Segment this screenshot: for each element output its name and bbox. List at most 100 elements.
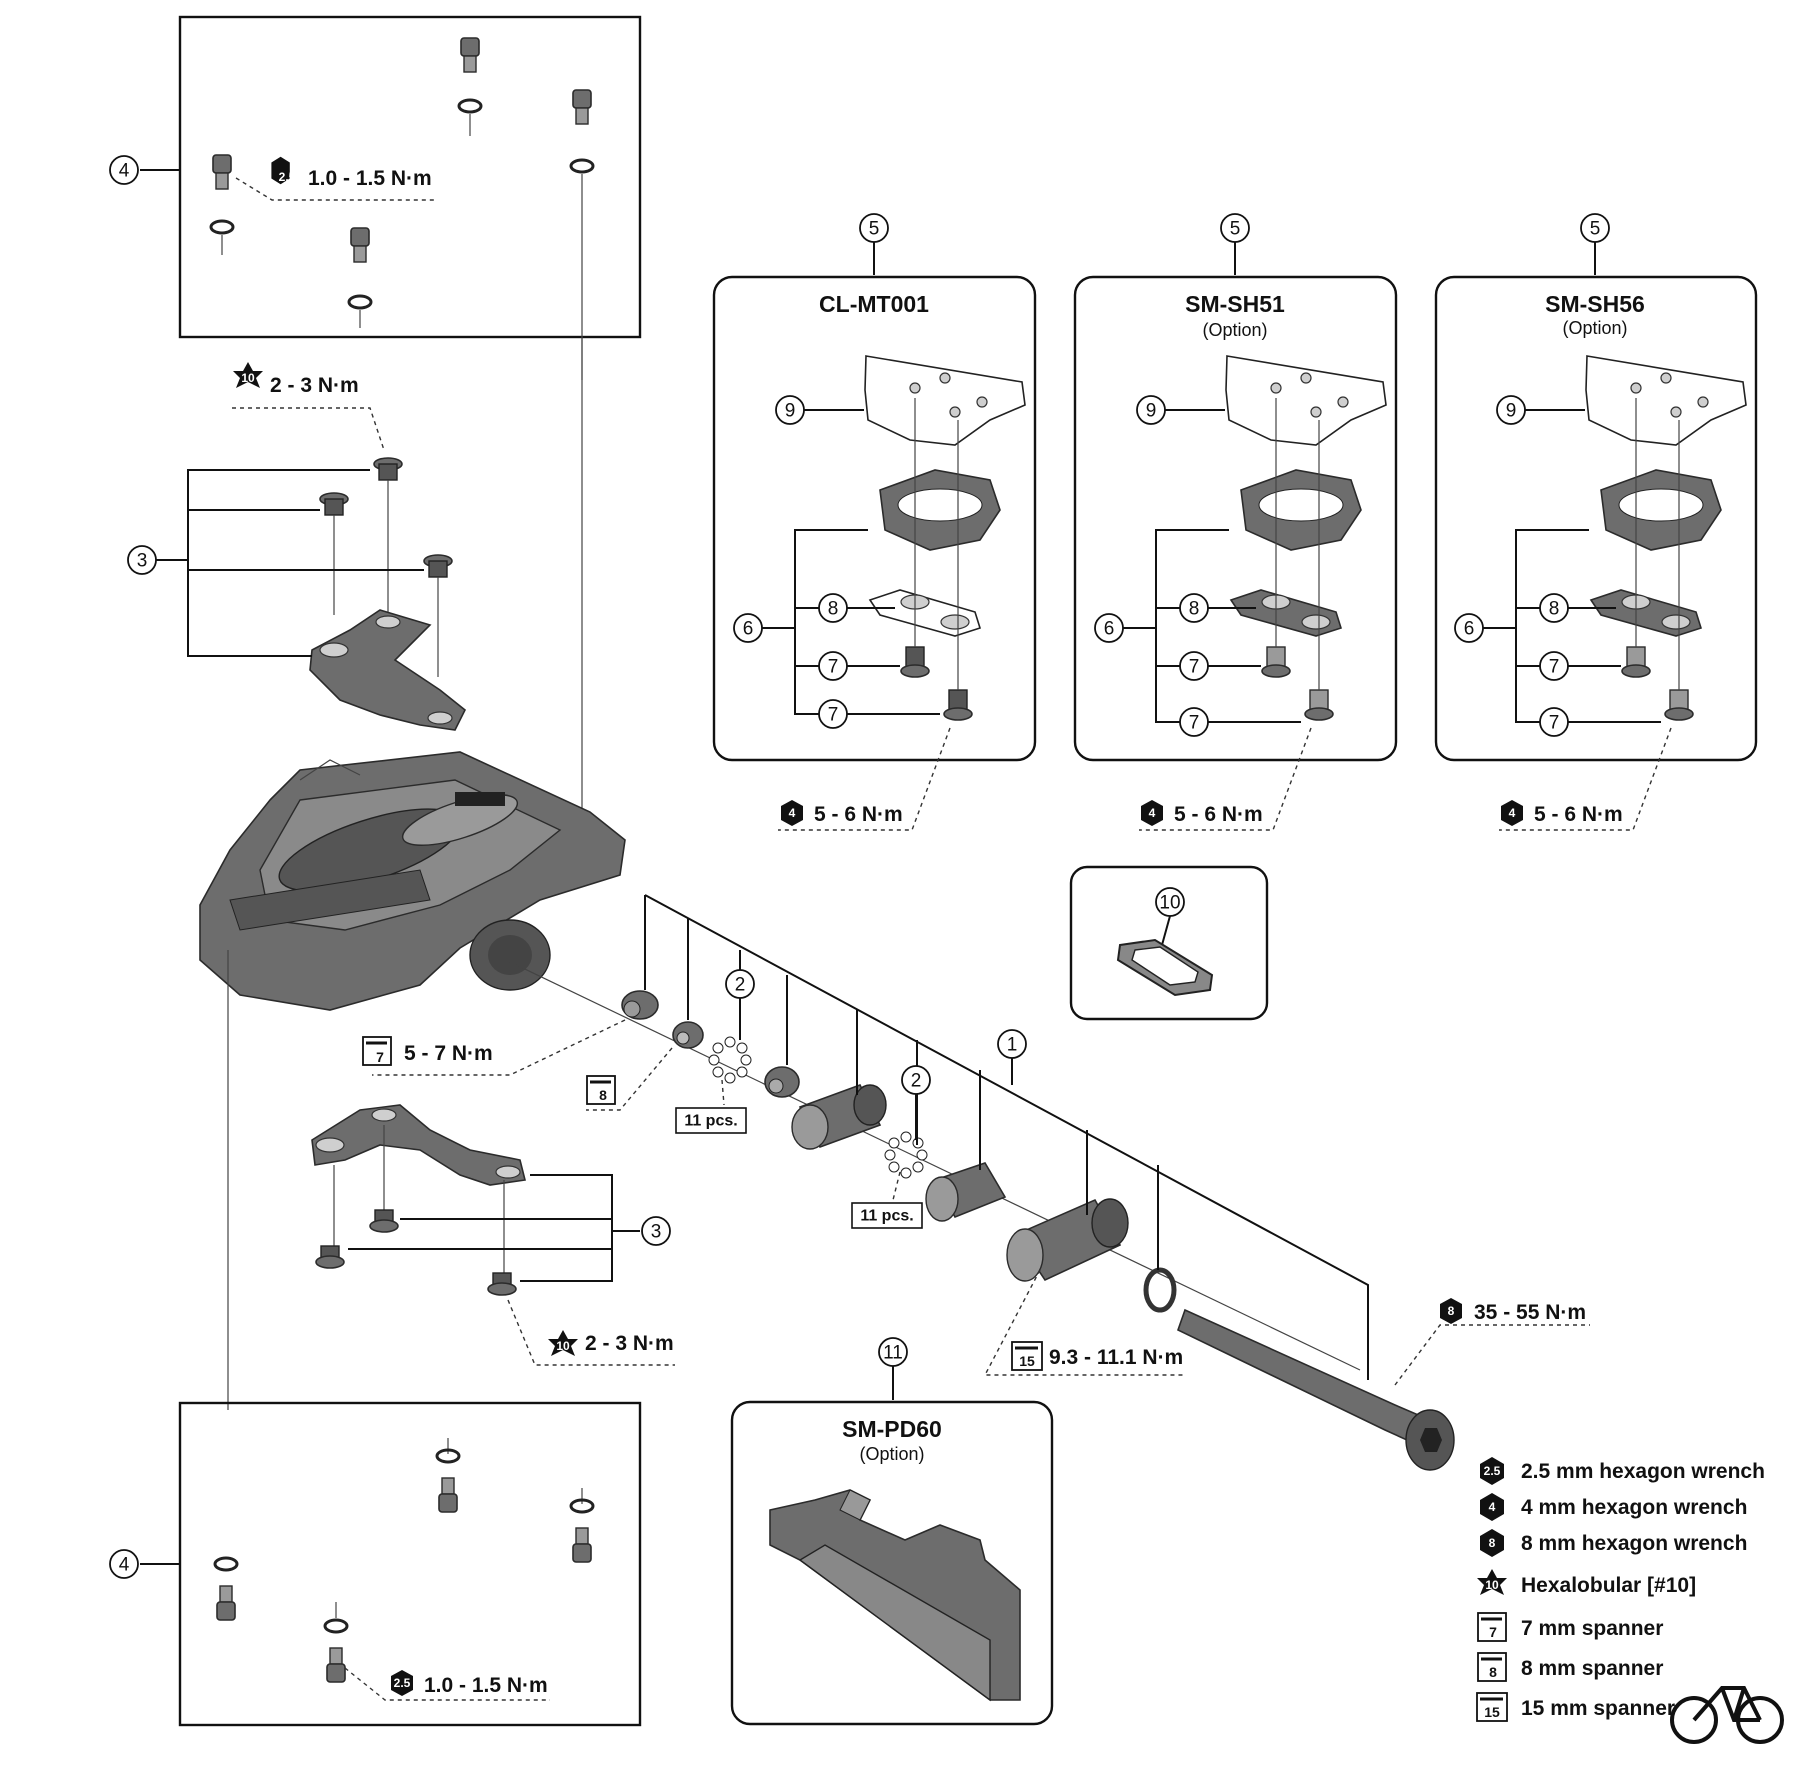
hex-wrench-icon — [391, 1670, 413, 1696]
callout-7-b1-label: 7 — [1189, 657, 1200, 678]
bottom-bolt-2 — [569, 1488, 595, 1563]
legend-item-0: 2.5 2.5 mm hexagon wrench — [1480, 1457, 1765, 1485]
axle-part-washer — [672, 1021, 704, 1049]
torque-axle-nut-label: 9.3 - 11.1 N·m — [1049, 1346, 1183, 1369]
upper-screw-2 — [319, 492, 349, 615]
callout-7-a1-label: 7 — [828, 657, 839, 678]
legend-5-mark: 8 — [1489, 1664, 1497, 1680]
reflector-drawing — [769, 1489, 1021, 1702]
upper-screw-1 — [373, 457, 403, 620]
callout-4-top: 4 — [109, 155, 139, 185]
legend-item-6: 15 15 mm spanner — [1476, 1692, 1675, 1722]
spanner-7-icon: 7 — [362, 1036, 392, 1066]
callout-4-top-label: 4 — [119, 161, 130, 182]
axle-ring — [1143, 1267, 1177, 1313]
legend-4-mark: 7 — [1489, 1624, 1497, 1640]
ball-ring-b — [884, 1131, 928, 1179]
legend-item-1: 4 4 mm hexagon wrench — [1480, 1493, 1747, 1521]
torque-axle-nut: 15 9.3 - 11.1 N·m — [983, 1269, 1185, 1376]
balls-b-count-label: 11 pcs. — [860, 1208, 913, 1225]
legend-4-label: 7 mm spanner — [1521, 1617, 1663, 1640]
spanner8-mark: 8 — [599, 1087, 607, 1103]
hex-wrench-icon — [271, 156, 290, 185]
spanner-8-tag: 8 — [586, 1047, 673, 1111]
top-bolt-box: 4 2.5 1.0 - 1.5 N·m — [109, 15, 642, 380]
legend-1-label: 4 mm hexagon wrench — [1521, 1496, 1747, 1519]
axle-part-nut — [621, 990, 659, 1020]
axle-assembly: 2 2 1 11 pcs. 11 pcs. 7 — [362, 894, 1590, 1471]
cleat-b-subtitle: (Option) — [1202, 320, 1267, 340]
torque-upper-screws-label: 2 - 3 N·m — [270, 374, 359, 397]
bottom-bolt-4 — [323, 1602, 349, 1683]
callout-1-label: 1 — [1007, 1035, 1018, 1056]
callout-2-b-label: 2 — [911, 1071, 922, 1092]
legend-2-mark: 8 — [1489, 1536, 1496, 1550]
torque-lower-screws: 10 2 - 3 N·m — [507, 1299, 675, 1366]
cleat-c-title: SM-SH56 — [1545, 291, 1645, 317]
cleat-box-c: 5 SM-SH56 (Option) 9 8 7 7 6 — [1434, 213, 1758, 831]
cleat-box-b: 5 SM-SH51 (Option) 9 8 7 7 6 — [1073, 213, 1398, 831]
top-bolt-4 — [347, 227, 373, 328]
hexalobular-icon — [233, 362, 263, 388]
cleat-box-a: 5 CL-MT001 9 8 7 7 6 — [712, 213, 1037, 831]
callout-2-a: 2 — [725, 969, 755, 1040]
spanner-8-icon: 8 — [586, 1075, 616, 1105]
callout-3-upper-label: 3 — [137, 551, 148, 572]
top-bolt-3 — [209, 154, 235, 255]
hexalobular-mark: 10 — [241, 371, 255, 385]
hex4-mark-c: 4 — [1509, 806, 1516, 820]
axle-spindle — [1177, 1308, 1455, 1471]
lower-screw-2 — [369, 1209, 399, 1233]
tool-legend: 2.5 2.5 mm hexagon wrench 4 4 mm hexagon… — [1476, 1457, 1765, 1722]
callout-2-a-label: 2 — [735, 975, 746, 996]
callout-9-b-label: 9 — [1146, 401, 1157, 422]
callout-9-c-label: 9 — [1506, 401, 1517, 422]
hexalobular-icon — [548, 1330, 578, 1356]
callout-6-c-label: 6 — [1464, 619, 1475, 640]
hex-wrench-icon — [1480, 1457, 1504, 1485]
hex-wrench-icon — [1440, 1298, 1462, 1324]
reflector-subtitle: (Option) — [859, 1444, 924, 1464]
torque-lower-screws-label: 2 - 3 N·m — [585, 1332, 674, 1355]
callout-7-c1-label: 7 — [1549, 657, 1560, 678]
torque-cleat-c-label: 5 - 6 N·m — [1534, 803, 1623, 826]
hex4-mark-a: 4 — [789, 806, 796, 820]
hex-wrench-icon — [1141, 800, 1163, 826]
torque-top-bolts-label: 1.0 - 1.5 N·m — [308, 167, 432, 190]
torque-axle-label: 35 - 55 N·m — [1474, 1301, 1586, 1324]
torque-cleat-b: 4 5 - 6 N·m — [1141, 800, 1263, 826]
callout-5-c-label: 5 — [1590, 219, 1601, 240]
callout-11-label: 11 — [883, 1343, 903, 1364]
callout-3-lower: 3 — [641, 1216, 671, 1246]
torque-lock-nut: 7 5 - 7 N·m — [362, 1019, 626, 1076]
cleat-c-drawing — [1585, 355, 1747, 721]
torque-cleat-c: 4 5 - 6 N·m — [1501, 800, 1623, 826]
callout-7-c2-label: 7 — [1549, 713, 1560, 734]
torque-bottom-bolts: 2.5 1.0 - 1.5 N·m — [391, 1670, 548, 1697]
torque-upper-screws: 10 2 - 3 N·m — [233, 362, 359, 397]
spanner-15-icon: 15 — [1011, 1341, 1043, 1371]
bottom-bolt-1 — [435, 1438, 461, 1513]
callout-5-a-label: 5 — [869, 219, 880, 240]
lower-plate — [311, 1104, 526, 1186]
pedal-body — [199, 751, 626, 1011]
hex-wrench-icon — [1480, 1493, 1504, 1521]
upper-cleat-plate-group: 10 2 - 3 N·m 3 — [127, 362, 467, 731]
torque-bottom-bolts-label: 1.0 - 1.5 N·m — [424, 1674, 548, 1697]
callout-6-a-label: 6 — [743, 619, 754, 640]
legend-item-5: 8 8 mm spanner — [1477, 1652, 1663, 1682]
cleat-c-subtitle: (Option) — [1562, 318, 1627, 338]
callout-8-a-label: 8 — [828, 599, 839, 620]
hex25-mark: 2.5 — [279, 170, 296, 184]
lower-screw-3 — [487, 1272, 517, 1296]
upper-plate — [309, 609, 467, 731]
callout-8-c-label: 8 — [1549, 599, 1560, 620]
callout-1: 1 — [997, 1029, 1027, 1085]
callout-9-a-label: 9 — [785, 401, 796, 422]
legend-item-2: 8 8 mm hexagon wrench — [1480, 1529, 1747, 1557]
balls-b-count: 11 pcs. — [851, 1171, 923, 1229]
callout-4-bottom: 4 — [109, 1549, 139, 1579]
lower-cleat-plate-group: 3 10 2 - 3 N·m — [311, 1104, 675, 1366]
torque-cleat-b-label: 5 - 6 N·m — [1174, 803, 1263, 826]
callout-3-upper: 3 — [127, 545, 157, 575]
